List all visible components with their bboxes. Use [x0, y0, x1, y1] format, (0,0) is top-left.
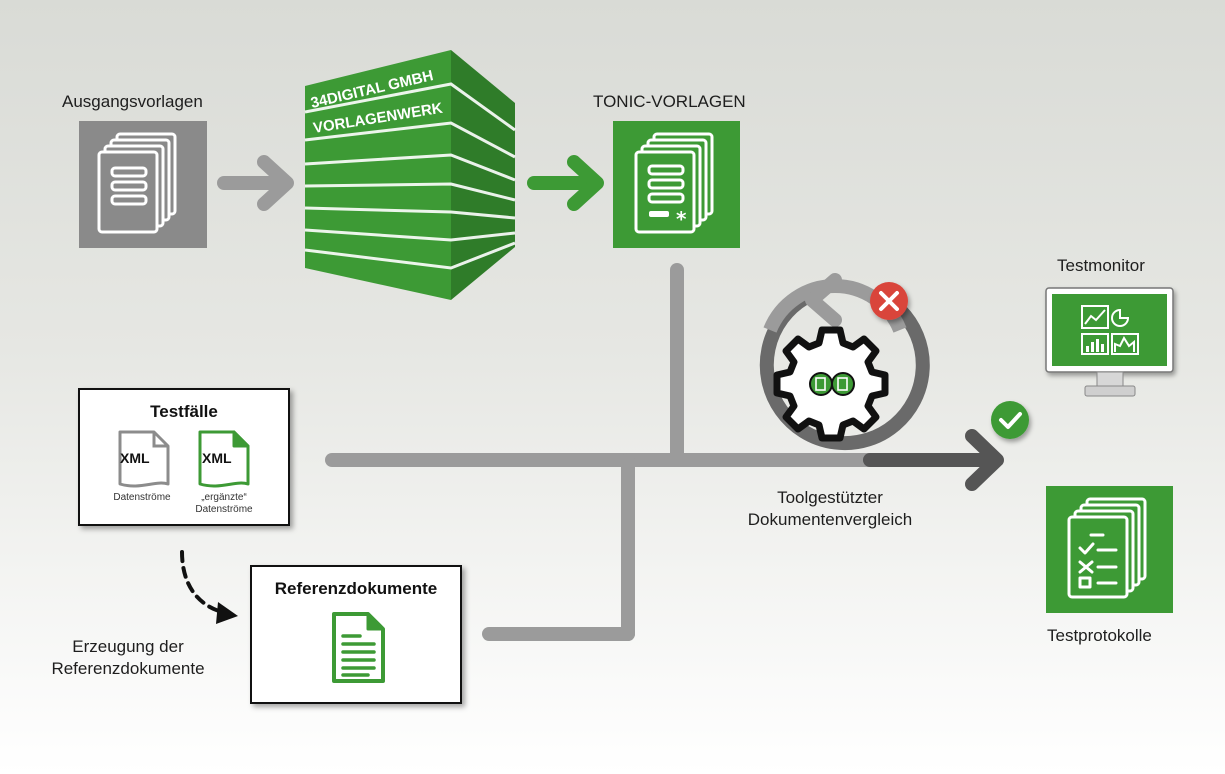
tool-comparison-label: Toolgestützter Dokumentenvergleich — [730, 487, 930, 531]
source-templates-icon — [79, 121, 207, 248]
generation-line2: Referenzdokumente — [51, 659, 205, 678]
tool-comparison-line2: Dokumentenvergleich — [747, 510, 913, 529]
xml-label-2: XML — [202, 450, 232, 466]
tonic-templates-label: TONIC-VORLAGEN — [593, 92, 746, 111]
xml-file-icon — [118, 430, 170, 488]
template-factory-building — [304, 50, 516, 300]
arrow-to-tonic — [527, 155, 604, 211]
generation-arrow — [180, 550, 238, 624]
stream-label: Datenströme — [113, 492, 171, 503]
flow-lines — [325, 263, 897, 641]
check-icon — [991, 401, 1029, 439]
result-arrow — [863, 429, 1004, 491]
error-x-icon — [870, 282, 908, 320]
supplemented-stream-label: „ergänzte“ Datenströme — [184, 492, 264, 516]
xml-label-1: XML — [120, 450, 150, 466]
generation-line1: Erzeugung der — [72, 637, 184, 656]
test-protocols-label: Testprotokolle — [1047, 626, 1152, 645]
testcases-box: Testfälle XML XML Datenströme „ergänzte“… — [78, 388, 290, 526]
tool-comparison-line1: Toolgestützter — [777, 488, 883, 507]
source-templates-label: Ausgangsvorlagen — [62, 92, 203, 111]
svg-text:*: * — [676, 207, 687, 231]
tonic-templates-icon: * — [613, 121, 740, 248]
generation-label: Erzeugung der Referenzdokumente — [28, 636, 228, 680]
gear-icon — [773, 326, 889, 442]
reference-box: Referenzdokumente — [250, 565, 462, 704]
supplemented-stream-line1: „ergänzte“ — [201, 492, 247, 503]
xml-file-supplemented-icon — [198, 430, 250, 488]
supplemented-stream-line2: Datenströme — [195, 504, 253, 515]
checklist-icon — [1046, 486, 1173, 613]
reference-title: Referenzdokumente — [274, 579, 438, 598]
document-icon — [332, 612, 385, 683]
monitor-chart-icon — [1045, 287, 1174, 397]
test-monitor-label: Testmonitor — [1057, 256, 1145, 275]
arrow-to-factory — [217, 155, 294, 211]
testcases-title: Testfälle — [150, 402, 218, 421]
